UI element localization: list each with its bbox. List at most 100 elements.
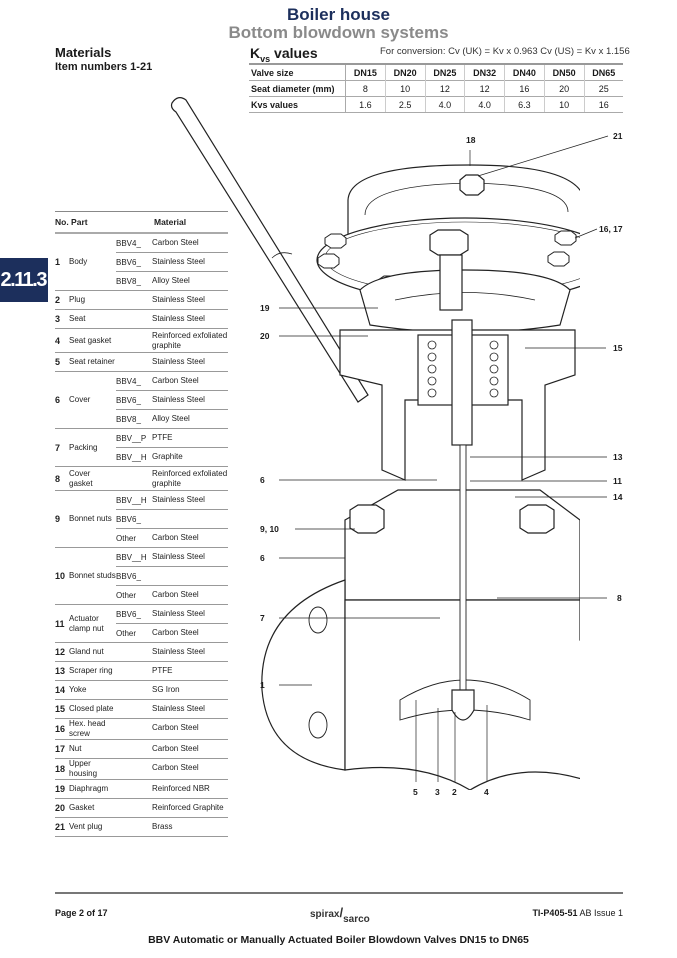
kvs-cell: DN50: [544, 63, 585, 81]
item-number: 14: [55, 685, 66, 695]
item-number: 8: [55, 473, 61, 484]
material-variant: BBV__H Stainless Steel: [116, 548, 228, 567]
callout-15: 15: [613, 343, 623, 353]
callout-8: 8: [617, 593, 622, 603]
spirax-sarco-logo: spirax/sarco: [310, 905, 370, 925]
material-variant: Carbon Steel: [116, 759, 228, 777]
material-variant: BBV4_Carbon Steel: [116, 372, 228, 391]
part-name: Closed plate: [69, 704, 114, 713]
material-variant: SG Iron: [116, 681, 228, 699]
material-variant: Reinforced exfoliated graphite: [116, 467, 228, 490]
kvs-heading: Kvs values: [250, 45, 318, 64]
kvs-row-label: Valve size: [249, 63, 346, 81]
material-variant: Reinforced exfoliated graphite: [116, 329, 228, 352]
document-title: BBV Automatic or Manually Actuated Boile…: [148, 934, 529, 946]
part-name: Upper housing: [69, 759, 98, 778]
materials-heading: Materials: [55, 45, 112, 60]
material-value: Carbon Steel: [152, 533, 199, 542]
material-variant: BBV8_Alloy Steel: [116, 410, 228, 428]
material-value: Carbon Steel: [152, 628, 199, 637]
material-variant: BBV6_: [116, 567, 228, 586]
kvs-cell: 4.0: [464, 96, 505, 113]
material-value: Stainless Steel: [152, 257, 205, 266]
part-name: Vent plug: [69, 822, 103, 831]
kvs-cell: 16: [504, 80, 545, 97]
kvs-cell: 16: [584, 96, 623, 113]
material-variant: PTFE: [116, 662, 228, 680]
kvs-cell: DN32: [464, 63, 505, 81]
material-value: Carbon Steel: [152, 590, 199, 599]
material-variant: Stainless Steel: [116, 353, 228, 371]
part-name: Scraper ring: [69, 666, 113, 675]
valve-cutaway-drawing: [170, 97, 580, 790]
kvs-cell: 10: [544, 96, 585, 113]
callout-19: 19: [260, 303, 270, 313]
part-name: Seat gasket: [69, 335, 112, 345]
page-title: Boiler house: [287, 5, 390, 24]
material-value: Reinforced exfoliated graphite: [152, 468, 228, 488]
item-number: 18: [55, 764, 66, 774]
variant-code: BBV6_: [116, 514, 141, 524]
variant-code: Other: [116, 590, 137, 600]
callout-6-lower: 6: [260, 553, 265, 563]
callout-21: 21: [613, 131, 623, 141]
kvs-cell: DN40: [504, 63, 545, 81]
callout-6-upper: 6: [260, 475, 265, 485]
page-subtitle: Bottom blowdown systems: [228, 23, 449, 42]
material-value: PTFE: [152, 433, 173, 442]
callout-1: 1: [260, 680, 265, 690]
kvs-cell: 4.0: [425, 96, 466, 113]
material-variant: BBV6_Stainless Steel: [116, 391, 228, 410]
material-value: Stainless Steel: [152, 495, 205, 504]
item-number: 19: [55, 784, 66, 794]
part-name: Plug: [69, 295, 86, 304]
material-value: Stainless Steel: [152, 609, 205, 618]
document-reference: TI-P405-51 AB Issue 1: [532, 908, 623, 918]
variant-code: Other: [116, 533, 137, 543]
section-tab: 2.11.3: [0, 258, 48, 302]
part-name: Hex. head screw: [69, 719, 106, 738]
item-number: 5: [55, 357, 61, 367]
material-value: Stainless Steel: [152, 647, 205, 656]
callout-11: 11: [613, 476, 622, 486]
item-number: 20: [55, 803, 66, 813]
material-value: Stainless Steel: [152, 552, 205, 561]
callout-5: 5: [413, 787, 418, 797]
material-value: Alloy Steel: [152, 276, 190, 285]
part-name: Diaphragm: [69, 784, 109, 793]
kvs-cell: 12: [464, 80, 505, 97]
material-variant: Stainless Steel: [116, 700, 228, 718]
material-value: Reinforced exfoliated graphite: [152, 330, 228, 350]
kvs-cell: DN65: [584, 63, 623, 81]
kvs-cell: 10: [385, 80, 426, 97]
variant-code: BBV4_: [116, 238, 141, 248]
footer-divider: [55, 892, 623, 894]
callout-14: 14: [613, 492, 623, 502]
material-value: Carbon Steel: [152, 238, 199, 247]
material-value: Carbon Steel: [152, 763, 199, 772]
variant-code: BBV__H: [116, 552, 147, 562]
material-variant: BBV6_ Stainless Steel: [116, 253, 228, 272]
material-value: Stainless Steel: [152, 357, 205, 366]
column-no-part: No. Part: [55, 217, 88, 227]
material-value: Reinforced Graphite: [152, 803, 224, 812]
kvs-cell: DN20: [385, 63, 426, 81]
variant-code: BBV6_: [116, 257, 141, 267]
item-number: 16: [55, 724, 66, 734]
